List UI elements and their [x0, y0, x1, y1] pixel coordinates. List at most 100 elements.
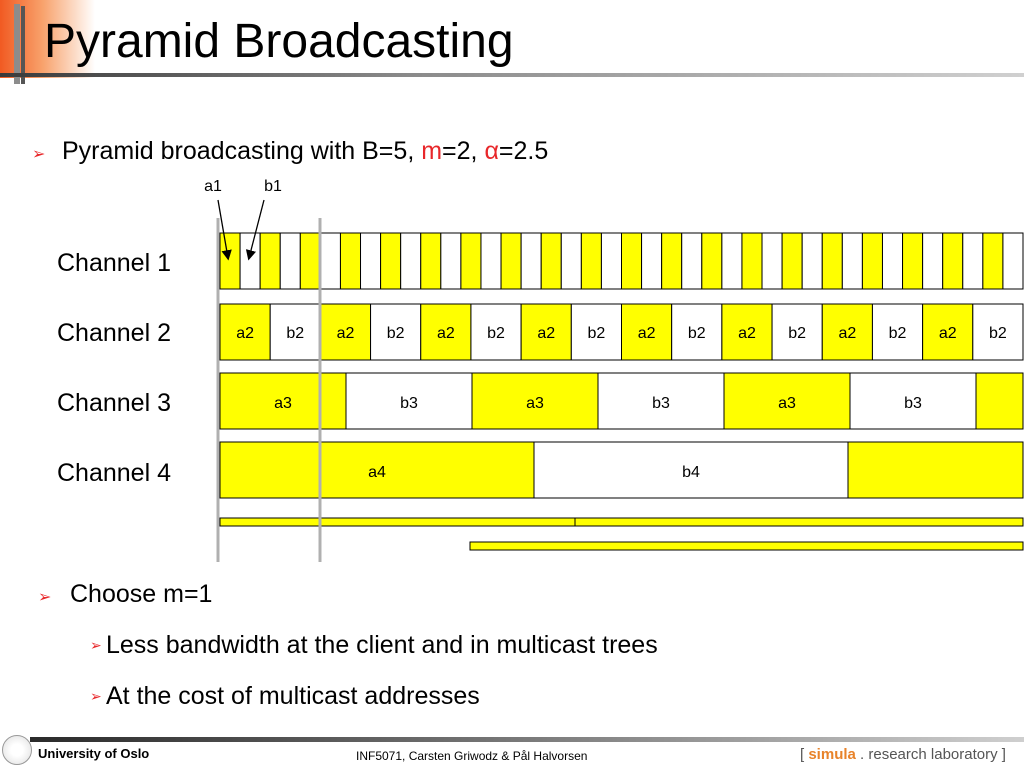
channel-1-slot: [259, 232, 281, 290]
channel-2-segment-label: a2: [638, 325, 656, 342]
channel-1-slot: [741, 232, 763, 290]
channel-2-segment: [671, 303, 723, 361]
sub-bullet-multicast-cost: At the cost of multicast addresses: [106, 682, 480, 710]
channel-2-segment: [370, 303, 422, 361]
channel-3-segment-label: b3: [652, 395, 670, 412]
channel-1-slot: [580, 232, 602, 290]
channel-label: Channel 4: [57, 459, 171, 487]
a1-arrow: [217, 199, 232, 261]
a1-label: a1: [204, 178, 222, 195]
channel-1-slot: [600, 232, 622, 290]
channel-2-segment-label: b2: [286, 325, 304, 342]
channel-2-segment-label: a2: [838, 325, 856, 342]
channel-1-slot: [400, 232, 422, 290]
channel-1-slot: [339, 232, 362, 290]
channel-1-slot: [982, 232, 1004, 290]
channel-label: Channel 1: [57, 249, 171, 277]
channel-2-segment-label: b2: [889, 325, 907, 342]
channel-2-segment-label: b2: [989, 325, 1007, 342]
channel-2-segment-label: b2: [387, 325, 405, 342]
channel-1-slot: [861, 232, 883, 290]
channel-1-slot: [360, 232, 382, 290]
channel-1-slot: [520, 232, 542, 290]
channel-1-slot: [781, 232, 803, 290]
channel-2-segment-label: b2: [788, 325, 806, 342]
channel-1-slot: [621, 232, 643, 290]
channel-2-segment-label: b2: [688, 325, 706, 342]
channel-3-segment: [975, 372, 1024, 430]
channel-3-segment: [471, 372, 599, 430]
bullet-arrow-icon: ➢: [38, 587, 52, 606]
channel-4-segment: [847, 441, 1024, 499]
channel-2-segment-label: a2: [537, 325, 555, 342]
channel-1-slot: [701, 232, 723, 290]
channel-2-segment: [771, 303, 823, 361]
channel-2-segment: [621, 303, 673, 361]
channel-3-segment: [723, 372, 851, 430]
channel-1-slot: [962, 232, 984, 290]
b1-arrow: [245, 199, 265, 261]
channel-1-slot: [1002, 232, 1024, 290]
sub-bullet-arrow-icon: ➢: [90, 689, 102, 705]
footer-university: University of Oslo: [38, 746, 150, 761]
channel-3-segment-label: b3: [904, 395, 922, 412]
channel-1-slot: [902, 232, 924, 290]
channel-1-slots: [219, 232, 1024, 290]
channel-4-segment: [533, 441, 849, 499]
channel-1-slot: [219, 232, 241, 290]
channel-2-segment: [721, 303, 773, 361]
university-seal-icon: [2, 735, 32, 765]
channel-1-slot: [761, 232, 783, 290]
channel-2-segment: [420, 303, 472, 361]
channel-2-segment-label: a2: [236, 325, 254, 342]
channel-3-segment-label: a3: [274, 395, 292, 412]
channel-label: Channel 2: [57, 319, 171, 347]
bullet-choose-m: Choose m=1: [70, 580, 213, 608]
channel-1-slot: [480, 232, 502, 290]
extra-channel-segment: [219, 517, 576, 527]
channel-2-segment-label: b2: [588, 325, 606, 342]
channel-1-slot: [540, 232, 562, 290]
channel-1-slot: [239, 232, 261, 290]
channel-1-slot: [420, 232, 442, 290]
channel-2-segment: [821, 303, 873, 361]
channel-4-segment-label: b4: [682, 464, 700, 481]
channel-1-slot: [681, 232, 703, 290]
footer-course: INF5071, Carsten Griwodz & Pål Halvorsen: [356, 749, 588, 763]
channel-3-segment: [219, 372, 347, 430]
channel-4-segments: a4 b4: [219, 441, 1024, 499]
channel-1-slot: [942, 232, 964, 290]
bullet-intro: Pyramid broadcasting with B=5, m=2, α=2.…: [62, 137, 549, 165]
channel-2-segment: [972, 303, 1024, 361]
footer-divider: [30, 737, 1024, 742]
channel-1-slot: [319, 232, 341, 290]
channel-1-slot: [641, 232, 663, 290]
channel-label: Channel 3: [57, 389, 171, 417]
channel-1-slot: [500, 232, 522, 290]
channel-1-slot: [560, 232, 582, 290]
channel-2-segment: [470, 303, 522, 361]
sub-bullet-arrow-icon: ➢: [90, 638, 102, 654]
extra-channel-segment: [469, 541, 1024, 551]
title-underline: [0, 73, 1024, 77]
channel-1-slot: [299, 232, 321, 290]
channel-4-segment-label: a4: [368, 464, 386, 481]
sub-bullet-bandwidth: Less bandwidth at the client and in mult…: [106, 631, 658, 659]
channel-1-slot: [380, 232, 402, 290]
channel-3-segment: [597, 372, 725, 430]
channel-2-segment: [269, 303, 321, 361]
channel-1-slot: [922, 232, 944, 290]
channel-2-segment: [871, 303, 924, 361]
channel-1-slot: [821, 232, 843, 290]
channel-2-segment-label: a2: [738, 325, 756, 342]
channel-1-slot: [460, 232, 482, 290]
channel-1-slot: [279, 232, 301, 290]
channel-1-slot: [881, 232, 904, 290]
channel-2-segment-label: a2: [939, 325, 957, 342]
footer-lab: [ simula . research laboratory ]: [800, 746, 1006, 763]
extra-channel-bars: [219, 517, 1024, 551]
channel-1-slot: [661, 232, 683, 290]
channel-3-segment: [345, 372, 473, 430]
